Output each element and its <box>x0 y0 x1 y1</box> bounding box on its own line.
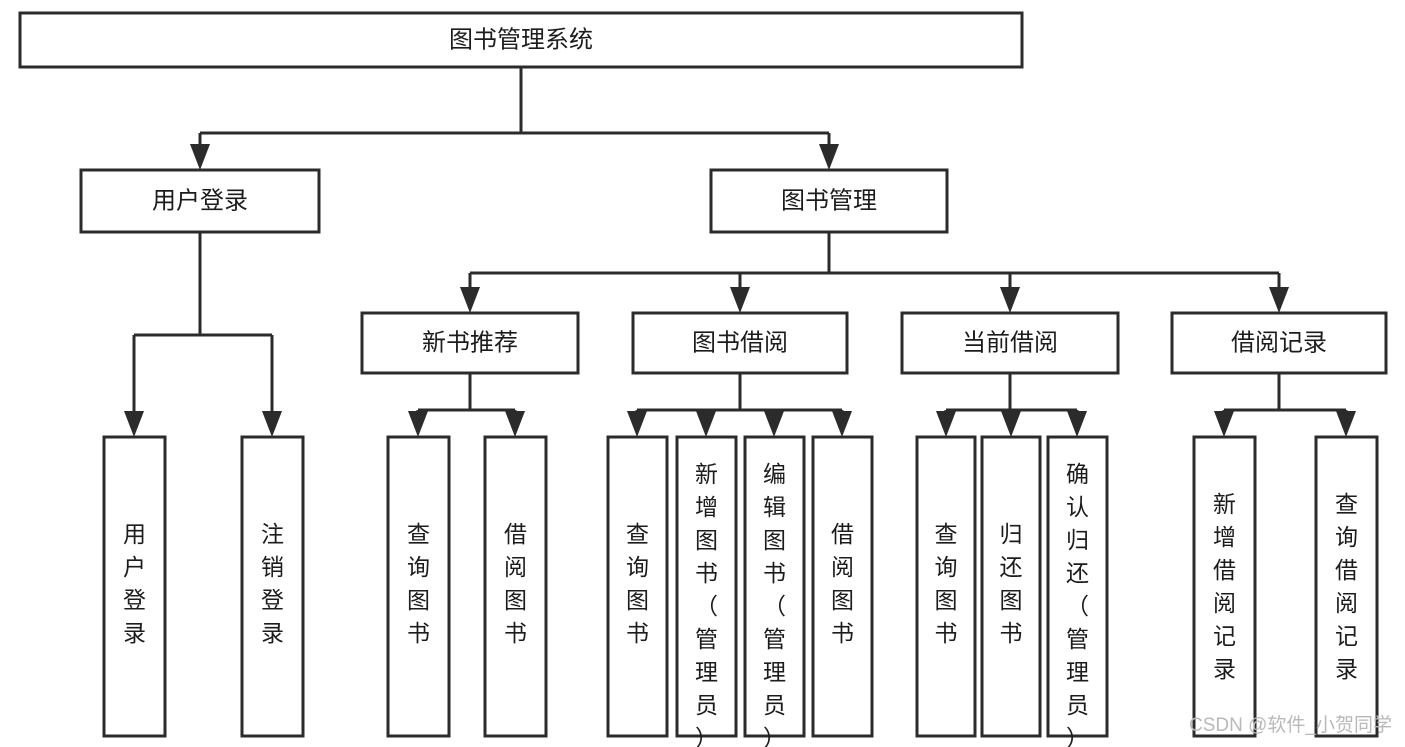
conn-user-login-to-leaves <box>124 232 282 437</box>
node-box-book-borrow <box>631 311 849 375</box>
node-label-book-manage: 图书管理 <box>781 187 877 214</box>
node-root[interactable]: 图书管理系统 <box>18 11 1024 69</box>
node-user-login[interactable]: 用户登录 <box>79 168 321 234</box>
node-box-leaf-confirm-return-admin <box>1046 435 1109 738</box>
conn-record-to-leaves <box>1214 373 1356 437</box>
node-book-borrow[interactable]: 图书借阅 <box>631 311 849 375</box>
node-current-borrow[interactable]: 当前借阅 <box>900 311 1120 375</box>
node-box-leaf-query-book-recommend <box>386 435 451 738</box>
node-box-borrow-record <box>1170 311 1388 375</box>
node-label-current-borrow: 当前借阅 <box>962 329 1058 356</box>
csdn-watermark: CSDN @软件_小贺同学 <box>1189 714 1392 736</box>
node-leaf-add-borrow-record[interactable]: 新增借阅记录 <box>1192 435 1257 738</box>
node-label-leaf-logout: 注销登录 <box>261 521 284 646</box>
node-label-leaf-query-book-recommend: 查询图书 <box>407 521 430 646</box>
node-label-book-borrow: 图书借阅 <box>692 329 788 356</box>
node-leaf-user-login[interactable]: 用户登录 <box>102 435 167 738</box>
node-leaf-query-book-current[interactable]: 查询图书 <box>915 435 977 738</box>
node-box-leaf-add-book-admin <box>675 435 738 738</box>
node-box-book-manage <box>709 168 949 234</box>
node-label-leaf-add-borrow-record: 新增借阅记录 <box>1213 491 1236 682</box>
node-book-manage[interactable]: 图书管理 <box>709 168 949 234</box>
node-box-leaf-edit-book-admin <box>743 435 806 738</box>
node-borrow-record[interactable]: 借阅记录 <box>1170 311 1388 375</box>
node-label-leaf-confirm-return-admin: 确认归还（管理员） <box>1066 461 1089 747</box>
node-label-new-book-recommend: 新书推荐 <box>422 329 518 356</box>
node-leaf-borrow-book-recommend[interactable]: 借阅图书 <box>483 435 548 738</box>
node-box-leaf-return-book <box>980 435 1042 738</box>
node-box-current-borrow <box>900 311 1120 375</box>
node-label-leaf-user-login: 用户登录 <box>123 521 146 646</box>
node-leaf-return-book[interactable]: 归还图书 <box>980 435 1042 738</box>
node-label-leaf-borrow-book-recommend: 借阅图书 <box>504 521 527 646</box>
connector-layer <box>124 67 1356 437</box>
node-box-user-login <box>79 168 321 234</box>
node-box-leaf-borrow-book <box>811 435 874 738</box>
node-box-leaf-logout <box>240 435 305 738</box>
node-label-leaf-query-book-current: 查询图书 <box>935 521 958 646</box>
conn-borrow-to-leaves <box>627 373 852 437</box>
conn-book-manage-to-level2 <box>460 232 1289 313</box>
node-box-leaf-borrow-book-recommend <box>483 435 548 738</box>
node-box-new-book-recommend <box>360 311 580 375</box>
node-label-borrow-record: 借阅记录 <box>1231 329 1327 356</box>
node-leaf-query-borrow-record[interactable]: 查询借阅记录 <box>1314 435 1379 738</box>
node-label-leaf-edit-book-admin: 编辑图书（管理员） <box>763 461 786 747</box>
node-label-root: 图书管理系统 <box>449 26 593 53</box>
node-leaf-add-book-admin[interactable]: 新增图书（管理员） <box>675 435 738 747</box>
node-label-leaf-borrow-book: 借阅图书 <box>831 521 854 646</box>
node-leaf-borrow-book[interactable]: 借阅图书 <box>811 435 874 738</box>
node-box-leaf-query-book-borrow <box>606 435 669 738</box>
node-new-book-recommend[interactable]: 新书推荐 <box>360 311 580 375</box>
conn-root-to-level1 <box>190 67 839 170</box>
node-layer: 图书管理系统用户登录图书管理新书推荐图书借阅当前借阅借阅记录用户登录注销登录查询… <box>18 11 1388 747</box>
node-label-leaf-query-borrow-record: 查询借阅记录 <box>1335 491 1358 682</box>
node-box-root <box>18 11 1024 69</box>
node-leaf-query-book-borrow[interactable]: 查询图书 <box>606 435 669 738</box>
node-box-leaf-query-borrow-record <box>1314 435 1379 738</box>
node-box-leaf-add-borrow-record <box>1192 435 1257 738</box>
node-box-leaf-user-login <box>102 435 167 738</box>
conn-current-to-leaves <box>936 373 1087 437</box>
node-label-leaf-query-book-borrow: 查询图书 <box>626 521 649 646</box>
node-leaf-confirm-return-admin[interactable]: 确认归还（管理员） <box>1046 435 1109 747</box>
node-label-leaf-return-book: 归还图书 <box>1000 521 1023 646</box>
node-label-user-login: 用户登录 <box>152 187 248 214</box>
node-box-leaf-query-book-current <box>915 435 977 738</box>
conn-recommend-to-leaves <box>408 373 525 437</box>
node-leaf-logout[interactable]: 注销登录 <box>240 435 305 738</box>
node-leaf-query-book-recommend[interactable]: 查询图书 <box>386 435 451 738</box>
node-leaf-edit-book-admin[interactable]: 编辑图书（管理员） <box>743 435 806 747</box>
node-label-leaf-add-book-admin: 新增图书（管理员） <box>695 461 718 747</box>
